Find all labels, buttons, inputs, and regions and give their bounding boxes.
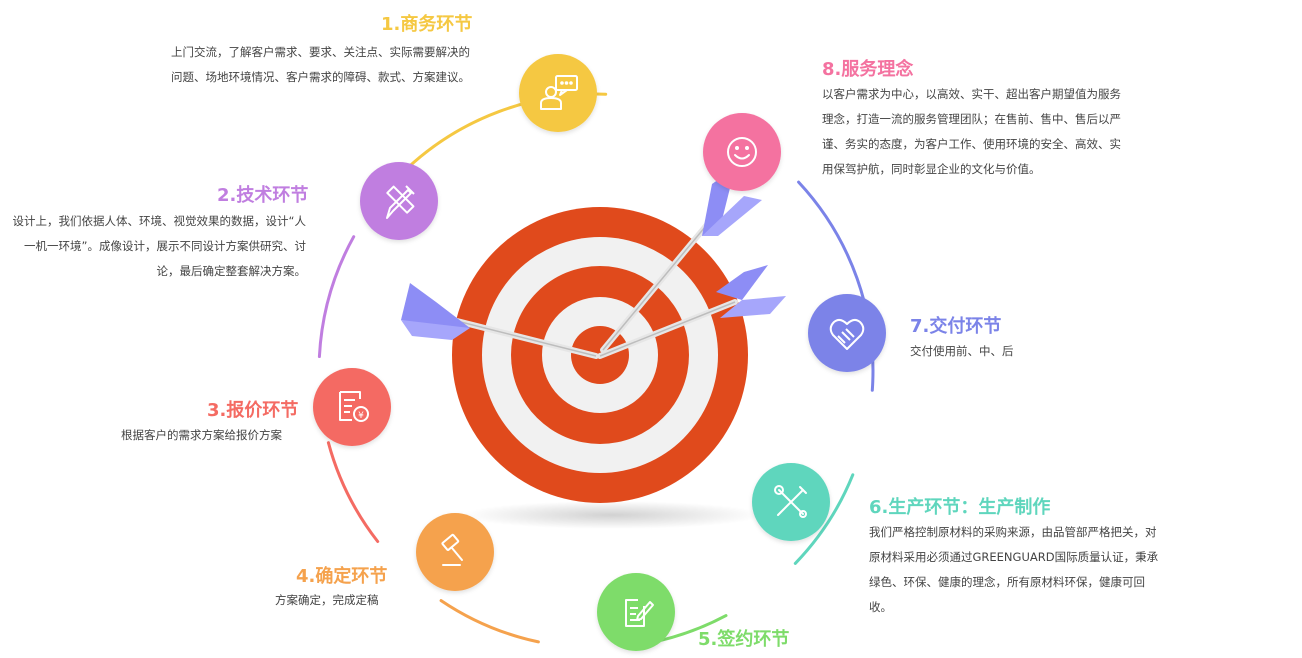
step-2-title: 2.技术环节: [217, 185, 309, 206]
arc-2-3: [317, 235, 356, 358]
step-circle-2: [360, 162, 438, 240]
smiley-icon: [727, 137, 757, 167]
step-4-desc: 方案确定，完成定稿: [275, 593, 379, 607]
contract-sign-icon: [625, 599, 654, 627]
step-8-desc: 以客户需求为中心，以高效、实干、超出客户期望值为服务理念，打造一流的服务管理团队…: [822, 87, 1121, 176]
ruler-pencil-icon: [386, 185, 415, 219]
step-circle-6: [752, 463, 830, 541]
step-6-desc: 我们严格控制原材料的采购来源，由品管部严格把关，对原材料采用必须通过GREENG…: [869, 525, 1159, 614]
step-8-title: 8.服务理念: [822, 59, 914, 80]
step-circle-7: [808, 294, 886, 372]
step-6-title: 6.生产环节：生产制作: [869, 497, 1051, 518]
arc-3-4: [326, 441, 380, 543]
step-circle-8: [703, 113, 781, 191]
price-document-icon: ¥: [339, 391, 369, 422]
svg-text:¥: ¥: [358, 411, 364, 421]
arrow-right: [597, 265, 786, 359]
gavel-icon: [441, 533, 463, 566]
step-circle-5: [597, 573, 675, 651]
step-3-desc: 根据客户的需求方案给报价方案: [121, 428, 282, 442]
step-1-title: 1.商务环节: [381, 14, 473, 35]
target-shadow: [462, 501, 762, 529]
step-circle-1: [519, 54, 597, 132]
step-2-desc: 设计上，我们依据人体、环境、视觉效果的数据，设计“人一机一环境”。成像设计，展示…: [12, 214, 306, 278]
step-5-title: 5.签约环节: [698, 629, 790, 650]
step-circle-3: ¥: [313, 368, 391, 446]
step-3-title: 3.报价环节: [207, 400, 299, 421]
arc-4-5: [439, 599, 540, 644]
target: [452, 207, 762, 529]
chat-person-icon: [540, 75, 578, 110]
arc-6-7: [793, 473, 855, 565]
tools-icon: [774, 485, 807, 518]
arrow-left: [401, 283, 599, 359]
step-7-desc: 交付使用前、中、后: [910, 344, 1014, 358]
handshake-heart-icon: [829, 318, 865, 350]
step-circle-4: [416, 513, 494, 591]
step-7-title: 7.交付环节: [910, 316, 1002, 337]
step-4-title: 4.确定环节: [296, 566, 388, 587]
step-1-desc: 上门交流，了解客户需求、要求、关注点、实际需要解决的问题、场地环境情况、客户需求…: [171, 45, 470, 84]
